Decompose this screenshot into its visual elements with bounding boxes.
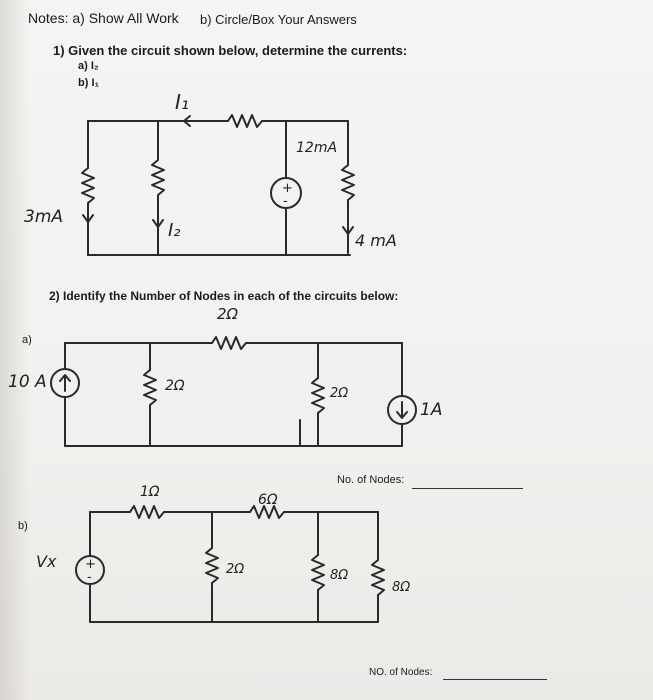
circuit-2a-arrows bbox=[59, 374, 408, 419]
part-a-nodes-label: No. of Nodes: bbox=[337, 474, 405, 486]
part-b-nodes-label: NO. of Nodes: bbox=[369, 667, 433, 678]
part-b-top-resistor-1-label: 1Ω bbox=[140, 484, 160, 500]
circuit-2b-wires bbox=[75, 505, 385, 623]
part-b-top-resistor-2-label: 6Ω bbox=[258, 492, 278, 508]
circuit-2a-wires bbox=[50, 336, 417, 447]
source-3ma-label: 3mA bbox=[24, 207, 64, 227]
source-plus-sign: + bbox=[282, 181, 293, 196]
circuit-1-arrows bbox=[82, 115, 354, 235]
part-b-label: b) bbox=[18, 520, 28, 532]
part-b-nodes-answer-line[interactable] bbox=[443, 679, 547, 680]
i2-label: I₂ bbox=[168, 220, 181, 241]
problem1-item-a: a) I₂ bbox=[78, 60, 99, 72]
source-12ma-label: 12mA bbox=[296, 140, 338, 156]
part-a-source-right-label: 1A bbox=[420, 400, 443, 420]
part-a-label: a) bbox=[22, 334, 32, 346]
part-b-minus-sign: - bbox=[87, 570, 92, 585]
source-minus-sign: - bbox=[283, 194, 288, 209]
part-b-right-resistor-2-label: 8Ω bbox=[392, 580, 411, 595]
problem2-heading: 2) Identify the Number of Nodes in each … bbox=[49, 289, 399, 303]
page-shadow bbox=[0, 0, 30, 700]
problem1-item-b: b) I₁ bbox=[78, 77, 100, 89]
part-a-top-resistor-label: 2Ω bbox=[217, 305, 239, 323]
circuit-1-wires bbox=[81, 114, 355, 256]
notes-label: Notes: a) Show All Work bbox=[28, 10, 179, 26]
part-a-nodes-answer-line[interactable] bbox=[412, 488, 523, 489]
part-b-plus-sign: + bbox=[85, 557, 96, 572]
part-a-source-left-label: 10 A bbox=[8, 372, 47, 392]
problem1-heading: 1) Given the circuit shown below, determ… bbox=[53, 43, 408, 58]
part-b-source-left-label: Vx bbox=[36, 552, 57, 571]
current-4ma-label: 4 mA bbox=[355, 231, 397, 250]
notes-item-b: b) Circle/Box Your Answers bbox=[200, 12, 357, 27]
part-b-right-resistor-1-label: 8Ω bbox=[330, 568, 349, 583]
part-b-mid-resistor-label: 2Ω bbox=[226, 562, 245, 577]
i1-label: I₁ bbox=[175, 90, 189, 114]
part-a-mid-resistor-label: 2Ω bbox=[165, 378, 185, 394]
part-a-right-resistor-label: 2Ω bbox=[330, 386, 349, 401]
